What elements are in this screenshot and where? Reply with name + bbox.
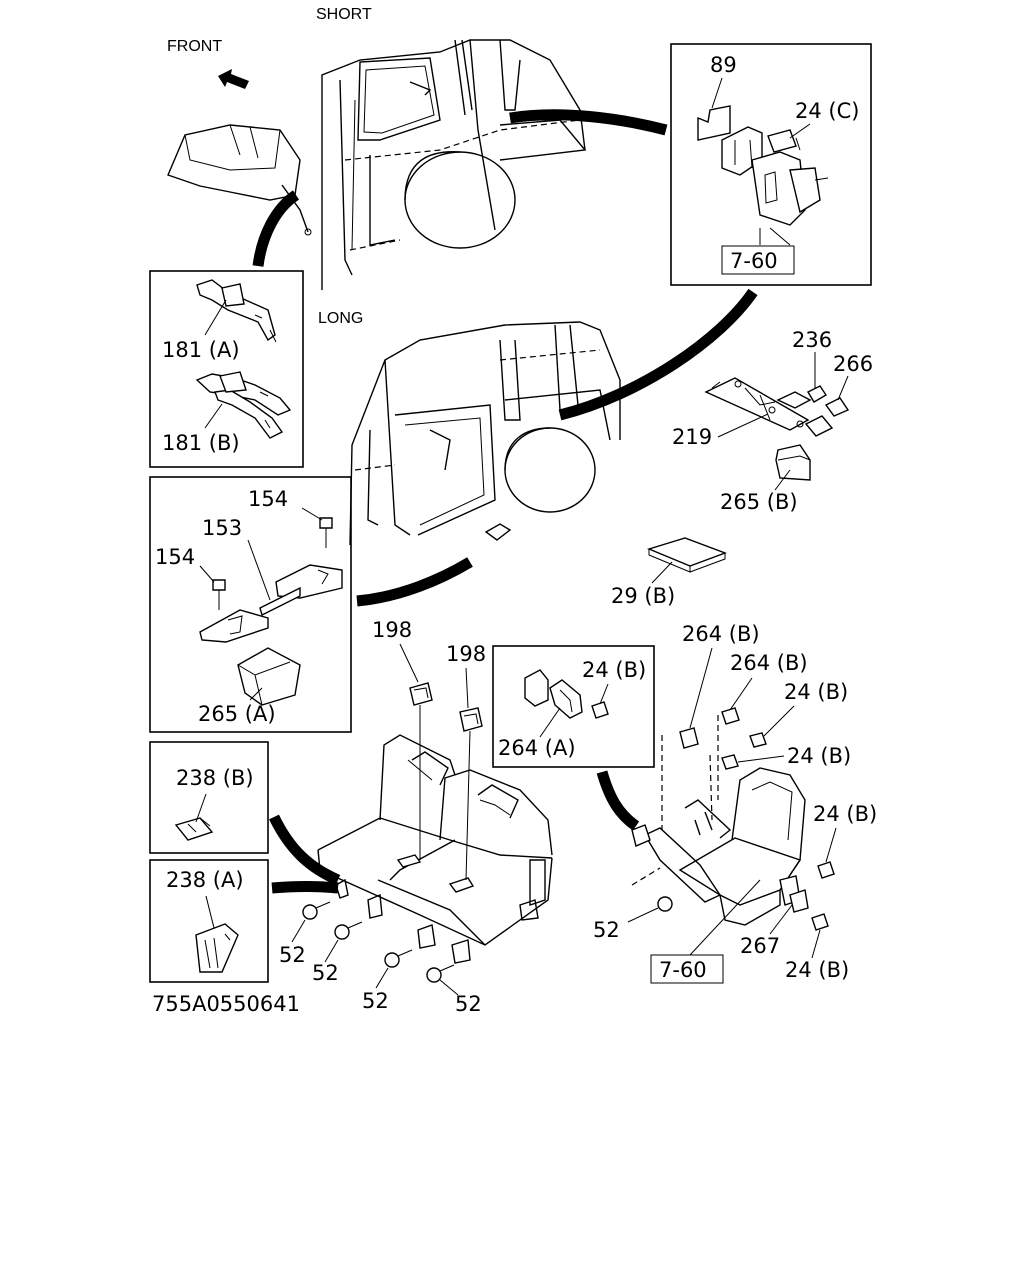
part-198-right-clip [459,707,483,732]
diagram-code: 755A0550641 [152,992,300,1016]
callout-24b-bracket: 24 (B) [582,658,646,682]
part-236-nut [807,385,827,403]
part-29b-pad [646,537,728,567]
detail-box-181 [149,270,304,468]
callout-264b-mid: 264 (B) [730,651,808,675]
callout-264a: 264 (A) [498,736,576,760]
pointer-arc-238b [269,814,341,886]
part-24c-bolt [767,129,797,153]
part-264b-block [679,727,699,749]
callout-265b: 265 (B) [720,490,798,514]
rear-single-seat [631,707,809,926]
callout-24c: 24 (C) [795,99,859,123]
callout-24b-4: 24 (B) [785,958,849,982]
callout-24b-3: 24 (B) [813,802,877,826]
detail-box-238a [149,859,269,983]
part-238b-clip [174,817,214,841]
part-52-right-bolt [657,896,673,912]
callout-52-4: 52 [455,992,482,1016]
callout-52-3: 52 [362,989,389,1013]
callout-154-top: 154 [248,487,288,511]
pointer-arc-264a [596,770,640,831]
callout-265a: 265 (A) [198,702,276,726]
front-arrow-icon [218,69,249,89]
part-154-bolt-top [319,517,333,529]
callout-238b: 238 (B) [176,766,254,790]
callout-52-right: 52 [593,918,620,942]
front-dashboard-sketch [167,124,312,236]
label-front: FRONT [167,38,222,55]
ref-box-7-60-bottom [650,954,724,984]
part-265b-cover [775,444,811,481]
pointer-arc-181 [252,190,300,267]
part-198-left-clip [409,682,433,706]
callout-264b-top: 264 (B) [682,622,760,646]
detail-box-153 [149,476,352,733]
bolts-24b [721,732,835,931]
callout-52-2: 52 [312,961,339,985]
callout-198-left: 198 [372,618,412,642]
floor-bracket-219 [704,377,850,481]
pointer-arc-153 [356,557,473,607]
callout-29b: 29 (B) [611,584,675,608]
callout-7-60-bottom: 7-60 [659,958,707,982]
part-265a-cover [237,647,301,706]
callout-219: 219 [672,425,712,449]
detail-box-89 [670,43,872,286]
rear-bench-seat [317,734,553,964]
callout-198-right: 198 [446,642,486,666]
pointer-arc-219 [558,288,758,421]
callout-154-left: 154 [155,545,195,569]
callout-181a: 181 (A) [162,338,240,362]
detail-box-264a [492,645,655,768]
part-264b-clip [721,707,740,725]
callout-181b: 181 (B) [162,431,240,455]
short-body-interior [321,39,587,290]
callout-24b-1: 24 (B) [784,680,848,704]
part-238a-bracket [195,923,239,973]
part-266-nut [824,397,850,417]
callout-153: 153 [202,516,242,540]
callout-266: 266 [833,352,873,376]
ref-box-7-60-top [721,245,795,275]
callout-89: 89 [710,53,737,77]
label-long: LONG [318,310,363,327]
pointer-arc-24c [509,109,668,136]
callout-24b-2: 24 (B) [787,744,851,768]
callout-7-60-top: 7-60 [730,249,778,273]
bolts-52 [302,901,455,983]
callout-267: 267 [740,934,780,958]
part-154-bolt-left [212,579,226,591]
long-body-interior [349,321,621,546]
label-short: SHORT [316,6,372,23]
callout-52-1: 52 [279,943,306,967]
callout-238a: 238 (A) [166,868,244,892]
callout-236: 236 [792,328,832,352]
pointer-arc-238a [271,881,339,894]
detail-box-238b [149,741,269,854]
part-89-plate [697,105,731,141]
